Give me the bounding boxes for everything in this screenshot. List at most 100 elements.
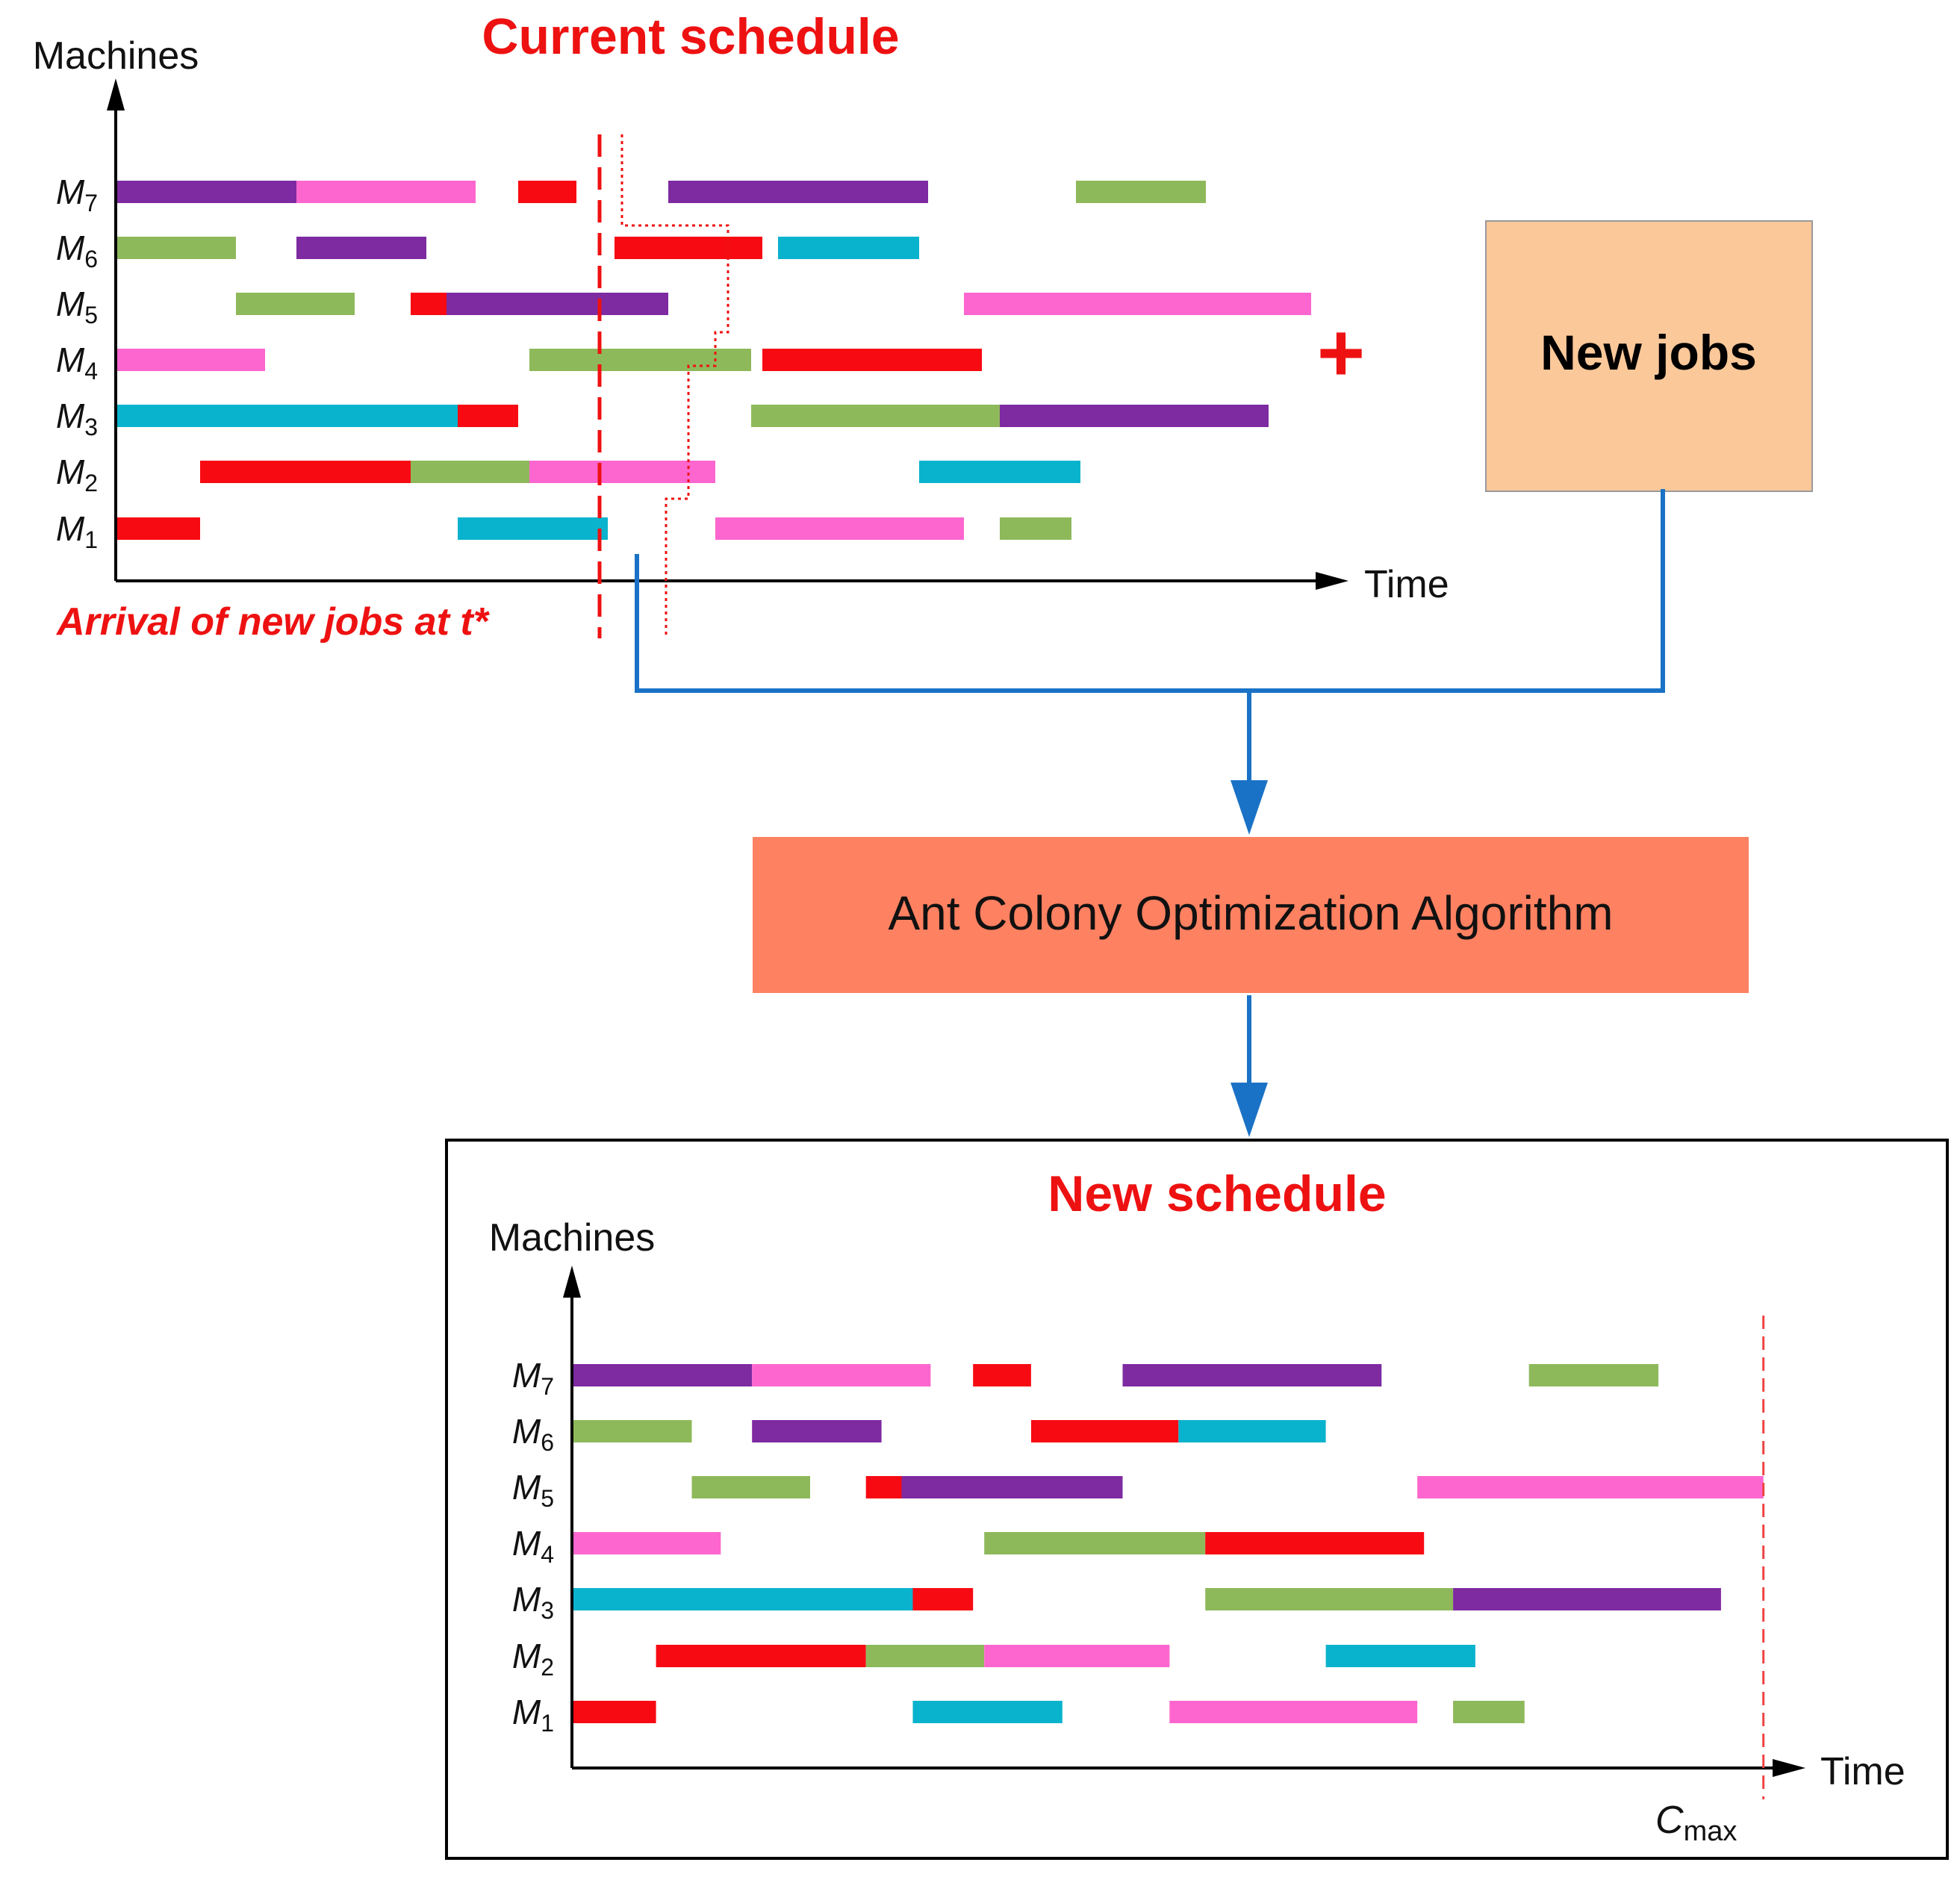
machine-index: 4 [84, 358, 98, 385]
current-bar-m5-3 [447, 293, 668, 315]
current-bar-m2-2 [411, 461, 529, 483]
algorithm-box: Ant Colony Optimization Algorithm [753, 837, 1749, 993]
new-bar-m6-3 [1031, 1420, 1179, 1442]
flow-connector [635, 489, 1665, 1137]
current-bar-m7-2 [296, 181, 476, 203]
cmax-main: C [1655, 1799, 1684, 1842]
current-schedule-bars [117, 181, 1311, 540]
current-x-axis-label: Time [1364, 563, 1449, 606]
machine-index: 1 [84, 526, 98, 553]
new-bar-m2-1 [656, 1645, 866, 1667]
current-bar-m5-1 [236, 293, 355, 315]
current-bar-m3-2 [458, 405, 518, 427]
machine-letter: M [512, 1412, 541, 1451]
new-jobs-rect [1485, 220, 1813, 492]
machine-index: 6 [541, 1429, 554, 1456]
current-bar-m4-1 [117, 349, 265, 371]
new-y-axis-label: Machines [489, 1216, 656, 1260]
current-y-axis-label: Machines [33, 34, 199, 78]
new-bar-m4-3 [1205, 1532, 1425, 1554]
current-bar-m1-3 [715, 517, 964, 540]
current-bar-m2-3 [529, 461, 715, 483]
new-bar-m7-3 [973, 1364, 1031, 1386]
current-x-axis-arrowhead [1316, 572, 1348, 590]
new-machine-label-m2: M2 [512, 1637, 554, 1681]
new-jobs-label: New jobs [1540, 325, 1757, 380]
new-bar-m7-2 [752, 1364, 931, 1386]
new-schedule-panel: New schedule Machines Time M7M6M5M4M3M2M… [445, 1139, 1949, 1860]
new-schedule-frame [445, 1139, 1949, 1860]
machine-index: 5 [84, 302, 98, 329]
current-bar-m3-4 [1000, 405, 1269, 427]
new-bar-m5-1 [691, 1476, 810, 1498]
new-schedule-title: New schedule [1048, 1165, 1387, 1222]
machine-letter: M [512, 1637, 541, 1675]
current-bar-m6-4 [778, 237, 919, 259]
machine-letter: M [56, 340, 85, 379]
current-y-axis-arrowhead [107, 78, 125, 110]
current-bar-m6-1 [117, 237, 236, 259]
machine-letter: M [512, 1356, 541, 1395]
new-bar-m2-2 [865, 1645, 985, 1667]
new-x-axis-label: Time [1820, 1750, 1905, 1793]
current-machine-label-m6: M6 [56, 228, 98, 273]
machine-index: 7 [84, 190, 98, 217]
new-bar-m2-4 [1325, 1645, 1475, 1667]
new-y-axis-arrowhead [563, 1266, 581, 1298]
current-bar-m1-2 [458, 517, 608, 540]
machine-index: 2 [541, 1654, 554, 1681]
current-machine-label-m4: M4 [56, 340, 98, 385]
new-bar-m5-4 [1417, 1476, 1764, 1498]
machine-index: 4 [541, 1541, 554, 1568]
machine-index: 7 [541, 1373, 554, 1400]
machine-letter: M [512, 1693, 541, 1731]
new-bar-m5-3 [901, 1476, 1123, 1498]
current-bar-m1-4 [1000, 517, 1071, 540]
machine-letter: M [56, 228, 85, 267]
new-machine-label-m7: M7 [512, 1356, 554, 1400]
new-bar-m1-1 [573, 1701, 656, 1723]
algorithm-rect [753, 837, 1749, 993]
current-bar-m5-2 [411, 293, 447, 315]
new-bar-m1-4 [1453, 1701, 1525, 1723]
cmax-sub: max [1684, 1816, 1737, 1847]
new-bar-m3-2 [912, 1588, 974, 1610]
current-bar-m1-1 [117, 517, 200, 540]
new-bar-m1-2 [912, 1701, 1063, 1723]
new-machine-label-m6: M6 [512, 1412, 554, 1456]
current-machine-label-m2: M2 [56, 452, 98, 497]
current-bar-m4-3 [762, 349, 982, 371]
machine-index: 5 [541, 1485, 554, 1512]
new-bar-m7-4 [1122, 1364, 1382, 1386]
machine-index: 2 [84, 470, 98, 497]
current-bar-m7-1 [117, 181, 296, 203]
flow-connector-line [635, 489, 1665, 693]
machine-letter: M [512, 1468, 541, 1507]
algorithm-label: Ant Colony Optimization Algorithm [888, 886, 1613, 940]
new-bar-m6-2 [752, 1420, 882, 1442]
current-schedule-title: Current schedule [482, 8, 899, 65]
new-bar-m3-4 [1453, 1588, 1721, 1610]
machine-letter: M [56, 284, 85, 323]
machine-letter: M [56, 509, 85, 548]
machine-index: 3 [541, 1597, 554, 1624]
new-bar-m5-2 [865, 1476, 902, 1498]
current-bar-m3-1 [117, 405, 458, 427]
new-bar-m2-3 [984, 1645, 1170, 1667]
flow-arrowhead-to-new-schedule [1231, 1083, 1268, 1137]
machine-letter: M [56, 452, 85, 491]
new-bar-m4-2 [984, 1532, 1206, 1554]
new-machine-label-m4: M4 [512, 1524, 554, 1568]
machine-index: 3 [84, 414, 98, 441]
new-machine-label-m5: M5 [512, 1468, 554, 1512]
arrival-label: Arrival of new jobs at t* [55, 600, 491, 644]
current-schedule-chart: Current schedule Machines Time M7M6M5M4M… [33, 8, 1449, 644]
new-bar-m7-1 [573, 1364, 753, 1386]
machine-letter: M [512, 1524, 541, 1563]
new-bar-m6-4 [1178, 1420, 1326, 1442]
current-bar-m7-4 [668, 181, 928, 203]
current-machine-label-m5: M5 [56, 284, 98, 329]
